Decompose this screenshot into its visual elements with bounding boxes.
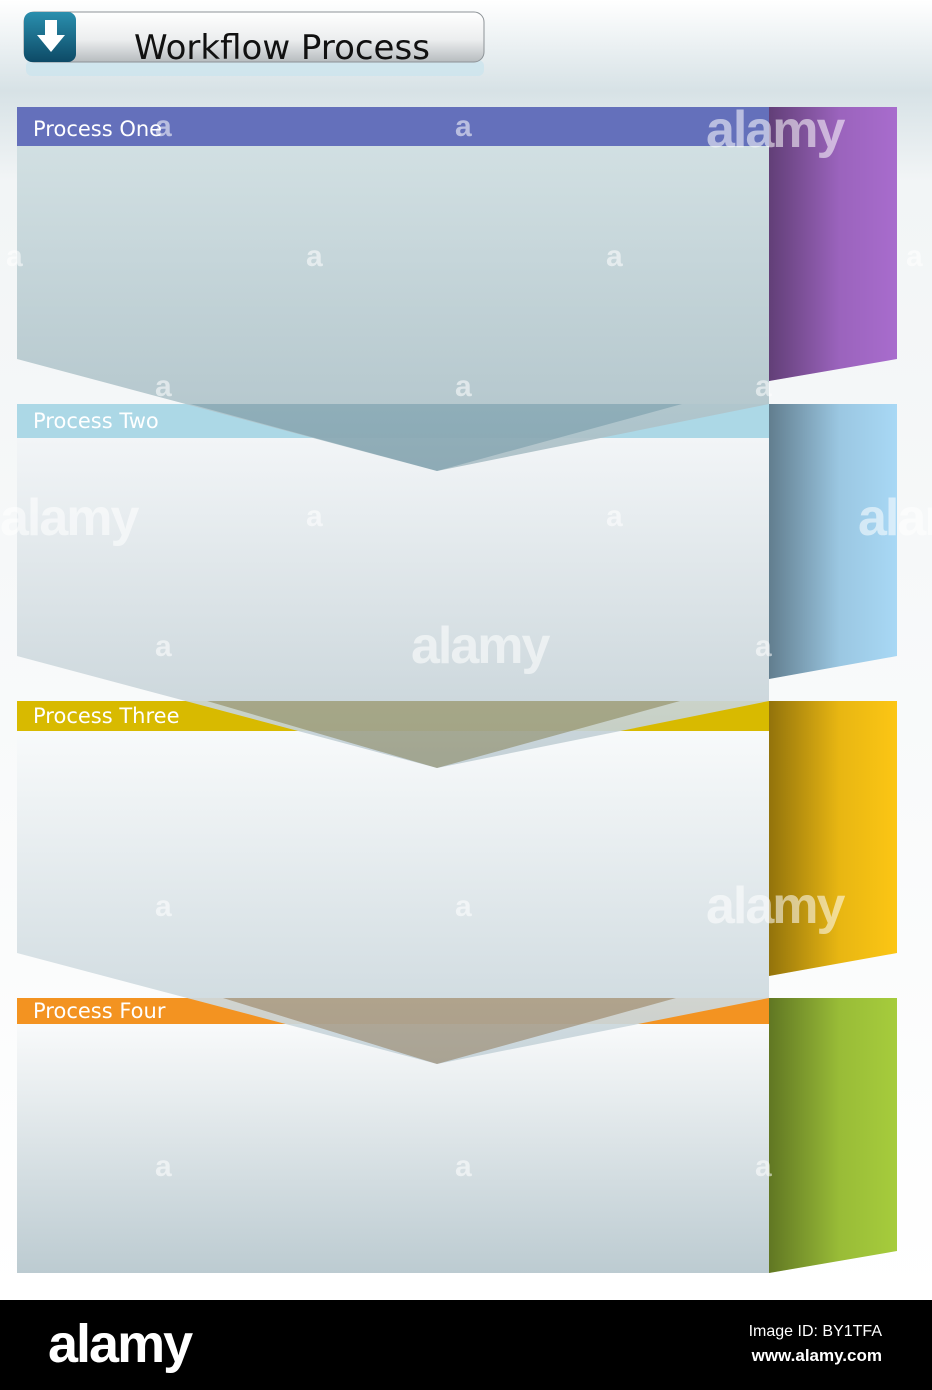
watermark: alamy <box>411 617 550 675</box>
workflow-diagram: Workflow Process Process One Process Two… <box>0 0 932 1300</box>
watermark: a <box>306 500 323 533</box>
image-id: Image ID: BY1TFA <box>748 1323 882 1340</box>
watermark: a <box>155 890 172 923</box>
watermark: a <box>455 890 472 923</box>
arrow-overlap <box>223 998 676 1064</box>
process-three-block <box>17 701 897 1064</box>
watermark: a <box>155 110 172 143</box>
watermark: a <box>606 500 623 533</box>
diagram-canvas <box>0 0 932 1300</box>
watermark: a <box>155 370 172 403</box>
title-container: Workflow Process <box>24 12 486 80</box>
watermark: a <box>755 1150 772 1183</box>
watermark: a <box>455 1150 472 1183</box>
down-arrow-icon <box>37 20 65 52</box>
watermark: a <box>155 630 172 663</box>
arrow-overlap <box>207 701 680 768</box>
watermark: a <box>455 110 472 143</box>
watermark: a <box>906 240 923 273</box>
watermark: a <box>755 370 772 403</box>
watermark: alamy <box>706 877 845 935</box>
step-label-one: Process One <box>33 117 163 141</box>
watermark: a <box>6 240 23 273</box>
watermark: alamy <box>706 101 845 159</box>
process-one-block <box>17 107 897 471</box>
process-two-block <box>17 404 897 768</box>
stock-footer: alamy Image ID: BY1TFA www.alamy.com <box>0 1300 932 1390</box>
step-label-four: Process Four <box>33 999 166 1023</box>
watermark: a <box>755 630 772 663</box>
title-banner <box>23 11 485 76</box>
watermark: a <box>455 370 472 403</box>
watermark: a <box>155 1150 172 1183</box>
watermark: alamy <box>0 489 139 547</box>
step-label-three: Process Three <box>33 704 180 728</box>
site-url: www.alamy.com <box>751 1346 882 1365</box>
watermark: a <box>606 240 623 273</box>
alamy-logo: alamy <box>48 1314 193 1374</box>
watermark: a <box>306 240 323 273</box>
watermark: alamy <box>858 489 932 547</box>
arrow-overlap <box>190 404 682 471</box>
step-label-two: Process Two <box>33 409 159 433</box>
page-title: Workflow Process <box>134 28 430 68</box>
